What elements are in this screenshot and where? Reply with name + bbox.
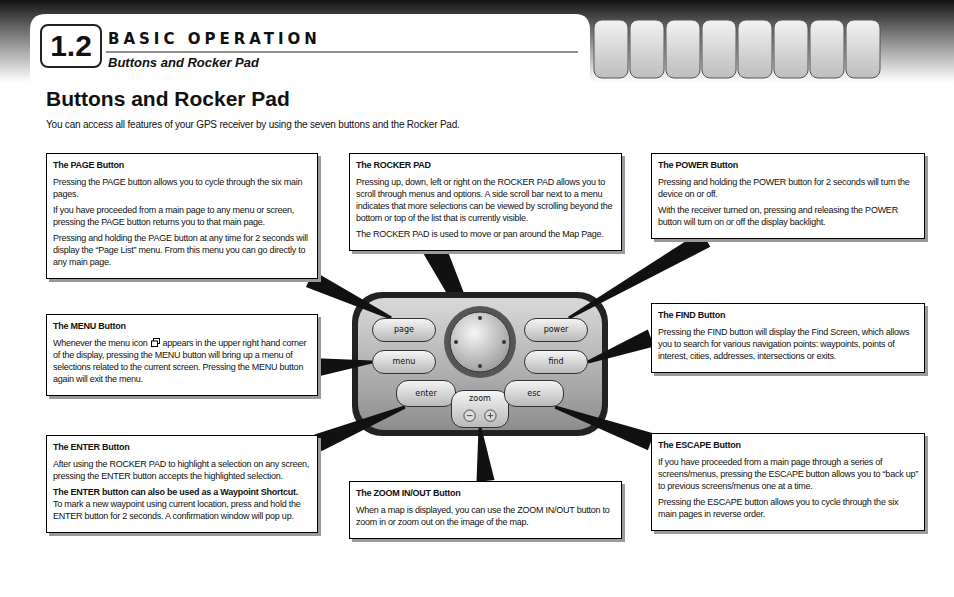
callout-heading: The MENU Button bbox=[53, 320, 311, 332]
rocker-dot bbox=[502, 340, 506, 344]
section-number-box: 1.2 bbox=[40, 24, 102, 68]
page-title: Buttons and Rocker Pad bbox=[46, 86, 290, 112]
callout-body: Pressing and holding the PAGE button at … bbox=[53, 232, 311, 268]
callout-box: The POWER ButtonPressing and holding the… bbox=[651, 153, 925, 239]
zoom-in-icon bbox=[490, 413, 491, 419]
zoom-out-icon bbox=[464, 410, 475, 421]
leader-wedge bbox=[306, 271, 392, 320]
callout-heading: The ZOOM IN/OUT Button bbox=[356, 487, 615, 499]
device-button: power bbox=[524, 318, 588, 342]
button-label: menu bbox=[393, 357, 416, 367]
callout-body: If you have proceeded from a main page t… bbox=[53, 204, 311, 228]
section-number: 1.2 bbox=[50, 29, 92, 62]
leader-wedge bbox=[317, 358, 372, 376]
callout-body: Pressing and holding the POWER button fo… bbox=[658, 176, 918, 200]
callout-box: The MENU ButtonWhenever the menu iconapp… bbox=[46, 314, 318, 396]
device-button: zoom bbox=[451, 390, 509, 428]
section-subtitle: Buttons and Rocker Pad bbox=[108, 55, 259, 71]
callout-body: If you have proceeded from a main page t… bbox=[658, 456, 918, 492]
rocker-pad bbox=[450, 312, 510, 372]
rocker-dot bbox=[454, 340, 458, 344]
callout-body: When a map is displayed, you can use the… bbox=[356, 504, 615, 528]
callout-body: Whenever the menu iconappears in the upp… bbox=[53, 337, 311, 385]
leader-wedge bbox=[315, 406, 406, 452]
button-label: power bbox=[544, 325, 569, 335]
callout-box: The FIND ButtonPressing the FIND button … bbox=[651, 303, 925, 373]
callout-box: The ROCKER PAD Pressing up, down, left or… bbox=[349, 153, 622, 251]
button-label: enter bbox=[415, 389, 436, 399]
callout-body: With the receiver turned on, pressing an… bbox=[658, 204, 918, 228]
callout-emphasis: The ENTER button can also be used as a W… bbox=[53, 486, 311, 498]
zoom-in-icon bbox=[485, 410, 496, 421]
device-button: esc bbox=[504, 380, 564, 407]
button-label: find bbox=[548, 357, 563, 367]
leader-wedge bbox=[555, 406, 655, 451]
callout-box: The PAGE ButtonPressing the PAGE button … bbox=[46, 153, 318, 279]
callout-box: The ZOOM IN/OUT ButtonWhen a map is disp… bbox=[349, 481, 622, 539]
tab bbox=[774, 20, 808, 78]
tab bbox=[702, 20, 736, 78]
zoom-out-icon bbox=[467, 415, 473, 416]
tab bbox=[594, 20, 628, 78]
callout-heading: The ENTER Button bbox=[53, 441, 311, 453]
button-label: zoom bbox=[469, 394, 491, 404]
button-label: esc bbox=[527, 389, 541, 399]
tab bbox=[846, 20, 880, 78]
tab bbox=[738, 20, 772, 78]
callout-heading: The FIND Button bbox=[658, 309, 918, 321]
callout-body: Pressing the ESCAPE button allows you to… bbox=[658, 496, 918, 520]
callout-body: To mark a new waypoint using current loc… bbox=[53, 498, 311, 522]
header-rule bbox=[106, 52, 578, 53]
callout-body: After using the ROCKER PAD to highlight … bbox=[53, 458, 311, 482]
callout-body: Pressing the PAGE button allows you to c… bbox=[53, 176, 311, 200]
callout-heading: The PAGE Button bbox=[53, 159, 311, 171]
tab bbox=[666, 20, 700, 78]
callout-body: The ROCKER PAD is used to move or pan ar… bbox=[356, 228, 615, 240]
rocker-pad-ring bbox=[444, 306, 516, 378]
callout-heading: The ROCKER PAD bbox=[356, 159, 615, 171]
device-button: menu bbox=[372, 350, 436, 374]
button-label: page bbox=[394, 325, 414, 335]
tab bbox=[630, 20, 664, 78]
leader-wedge bbox=[477, 428, 495, 482]
rocker-dot bbox=[478, 316, 482, 320]
callout-heading: The POWER Button bbox=[658, 159, 918, 171]
device-button: enter bbox=[396, 380, 456, 407]
device-button: find bbox=[524, 350, 588, 374]
tab-strip bbox=[594, 20, 880, 78]
callout-body: Pressing the FIND button will display th… bbox=[658, 326, 918, 362]
menu-icon bbox=[151, 338, 160, 347]
callout-box: The ENTER ButtonAfter using the ROCKER P… bbox=[46, 435, 318, 533]
intro-text: You can access all features of your GPS … bbox=[46, 118, 460, 131]
callout-body-text: Whenever the menu icon bbox=[53, 338, 148, 348]
menu-icon-frame bbox=[151, 341, 157, 347]
tab bbox=[810, 20, 844, 78]
rocker-dot bbox=[478, 364, 482, 368]
callout-heading: The ESCAPE Button bbox=[658, 439, 918, 451]
section-heading: BASIC OPERATION bbox=[108, 30, 321, 48]
callout-box: The ESCAPE Button If you have proceeded f… bbox=[651, 433, 925, 531]
leader-wedge bbox=[588, 330, 655, 364]
header-panel bbox=[30, 14, 590, 82]
callout-body: Pressing up, down, left or right on the … bbox=[356, 176, 615, 224]
header-band bbox=[0, 0, 954, 82]
device-button: page bbox=[372, 318, 436, 342]
